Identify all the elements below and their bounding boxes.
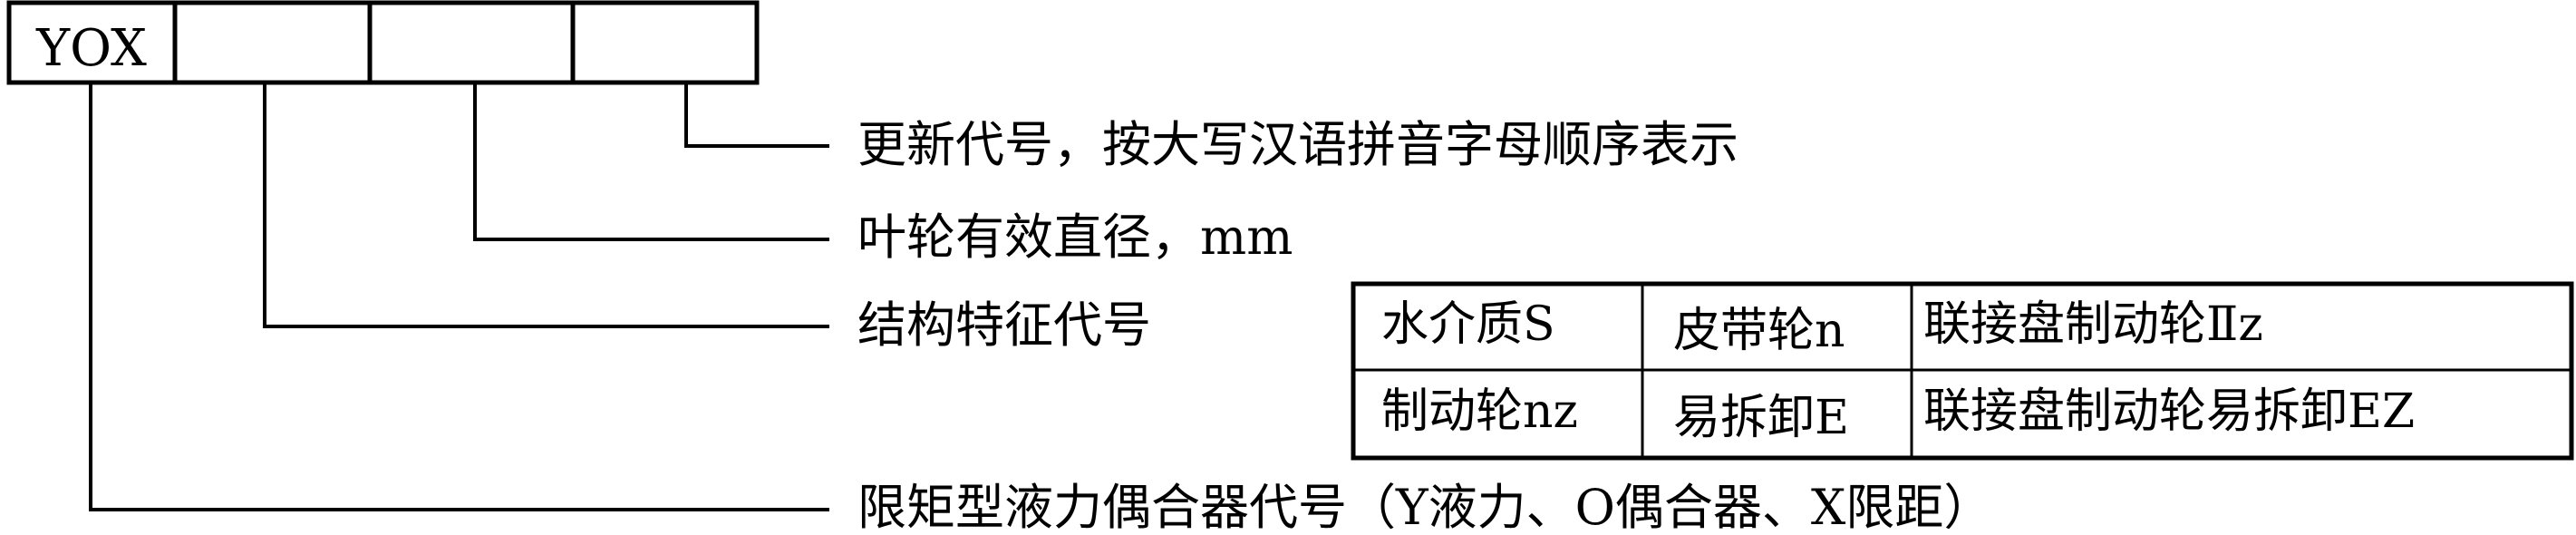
leader-line-coupling-type xyxy=(89,83,829,511)
table-cell: 联接盘制动轮易拆卸EZ xyxy=(1923,384,2415,439)
table-cell: 制动轮nz xyxy=(1381,384,1578,439)
callout-coupling-type: 限矩型液力偶合器代号（Y液力、O偶合器、X限距） xyxy=(857,479,1992,535)
callout-update-code: 更新代号，按大写汉语拼音字母顺序表示 xyxy=(857,116,1738,173)
callout-structure-code: 结构特征代号 xyxy=(857,297,1151,354)
code-prefix-label: YOX xyxy=(35,19,147,78)
leader-line-impeller-diameter xyxy=(473,83,829,241)
table-cell: 易拆卸E xyxy=(1673,391,1849,445)
callout-impeller-diameter: 叶轮有效直径，mm xyxy=(857,209,1293,266)
structure-table xyxy=(1351,281,2574,461)
table-cell: 皮带轮n xyxy=(1673,304,1845,358)
structure-table-cells: 水介质S 皮带轮n 联接盘制动轮Ⅱz 制动轮nz 易拆卸E 联接盘制动轮易拆卸E… xyxy=(1381,297,2415,445)
leader-lines xyxy=(89,83,829,511)
code-box xyxy=(6,0,760,85)
leader-line-structure-code xyxy=(263,83,829,328)
table-cell: 水介质S xyxy=(1381,297,1555,352)
leader-line-update-code xyxy=(684,83,829,148)
code-box-frame xyxy=(6,0,760,85)
table-cell: 联接盘制动轮Ⅱz xyxy=(1923,297,2263,352)
